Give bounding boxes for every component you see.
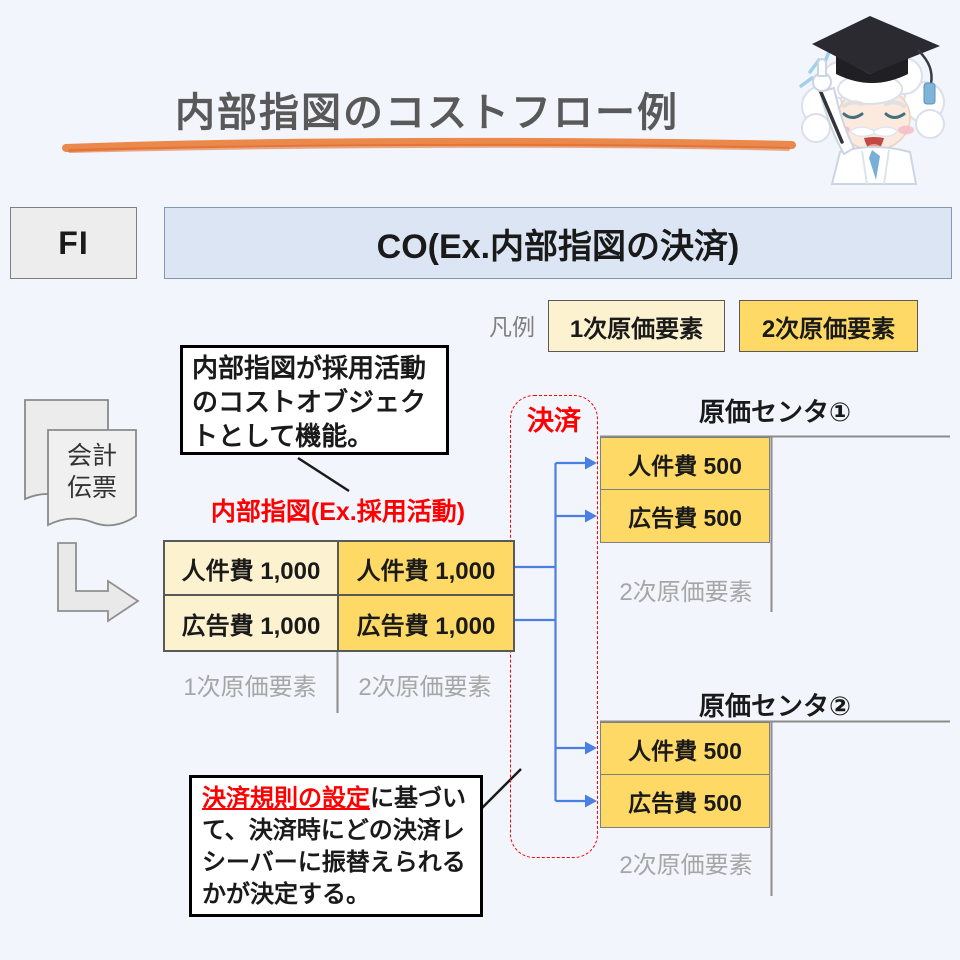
cost-center-1-footnote: 2次原価要素 bbox=[619, 579, 753, 606]
co-module-box: CO(Ex.内部指図の決済) bbox=[164, 207, 952, 279]
title-underline bbox=[62, 137, 796, 153]
legend-primary-cost-element: 1次原価要素 bbox=[548, 300, 725, 352]
fi-module-label: FI bbox=[58, 224, 89, 261]
pointing-hand-icon bbox=[812, 58, 832, 92]
pointer-stick-icon bbox=[818, 88, 844, 144]
callout-top-text: 内部指図が採用活動のコストオブジェクトとして機能。 bbox=[192, 353, 427, 451]
graduation-cap-icon bbox=[812, 16, 940, 105]
order-cell-primary-personnel: 人件費 1,000 bbox=[165, 542, 339, 596]
fi-module-box: FI bbox=[10, 207, 137, 279]
callout-top-pointer-line bbox=[297, 456, 350, 493]
settlement-rule-rest: に基づいて、決済時にどの決済レシーバーに振替えられるかが決定する。 bbox=[202, 785, 466, 908]
cc1-advertising-row: 広告費 500 bbox=[628, 505, 742, 531]
page-title: 内部指図のコストフロー例 bbox=[175, 91, 679, 135]
stacked-documents-icon bbox=[24, 399, 137, 527]
cost-center-2-t-lines bbox=[600, 720, 950, 896]
callout-settlement-rule: 決済規則の設定に基づいて、決済時にどの決済レシーバーに振替えられるかが決定する。 bbox=[189, 775, 483, 917]
settlement-label: 決済 bbox=[527, 405, 581, 436]
legend-caption: 凡例 bbox=[489, 314, 535, 340]
callout-bottom-pointer-line bbox=[476, 768, 522, 814]
cost-center-2-stack: 人件費 500 広告費 500 bbox=[600, 722, 770, 828]
internal-order-table: 人件費 1,000 人件費 1,000 広告費 1,000 広告費 1,000 bbox=[163, 540, 515, 652]
order-cell-secondary-advertising: 広告費 1,000 bbox=[339, 596, 513, 650]
co-module-label: CO(Ex.内部指図の決済) bbox=[376, 227, 740, 266]
order-footnote-primary: 1次原価要素 bbox=[183, 673, 317, 701]
cc1-personnel-row: 人件費 500 bbox=[601, 438, 769, 490]
order-footnote-secondary: 2次原価要素 bbox=[358, 673, 492, 701]
settlement-rule-highlight: 決済規則の設定 bbox=[202, 785, 370, 812]
cost-center-2-footnote: 2次原価要素 bbox=[619, 852, 753, 879]
legend-secondary-cost-element: 2次原価要素 bbox=[739, 300, 918, 352]
accounting-document-label: 会計 伝票 bbox=[66, 442, 117, 502]
internal-order-title: 内部指図(Ex.採用活動) bbox=[210, 498, 466, 526]
cost-center-1-t-lines bbox=[600, 435, 950, 612]
cost-center-1-stack: 人件費 500 広告費 500 bbox=[600, 437, 770, 543]
cc2-personnel-row: 人件費 500 bbox=[601, 723, 769, 775]
cc2-advertising-row: 広告費 500 bbox=[628, 790, 742, 816]
elbow-arrow-icon bbox=[57, 542, 140, 623]
order-cell-primary-advertising: 広告費 1,000 bbox=[165, 596, 339, 650]
cost-center-1-title: 原価センタ① bbox=[698, 397, 851, 427]
professor-mascot bbox=[799, 16, 945, 185]
callout-internal-order-role: 内部指図が採用活動のコストオブジェクトとして機能。 bbox=[180, 345, 449, 455]
order-cell-secondary-personnel: 人件費 1,000 bbox=[339, 542, 513, 596]
cost-center-2-title: 原価センタ② bbox=[698, 691, 851, 721]
connector-arrowheads bbox=[585, 456, 597, 808]
